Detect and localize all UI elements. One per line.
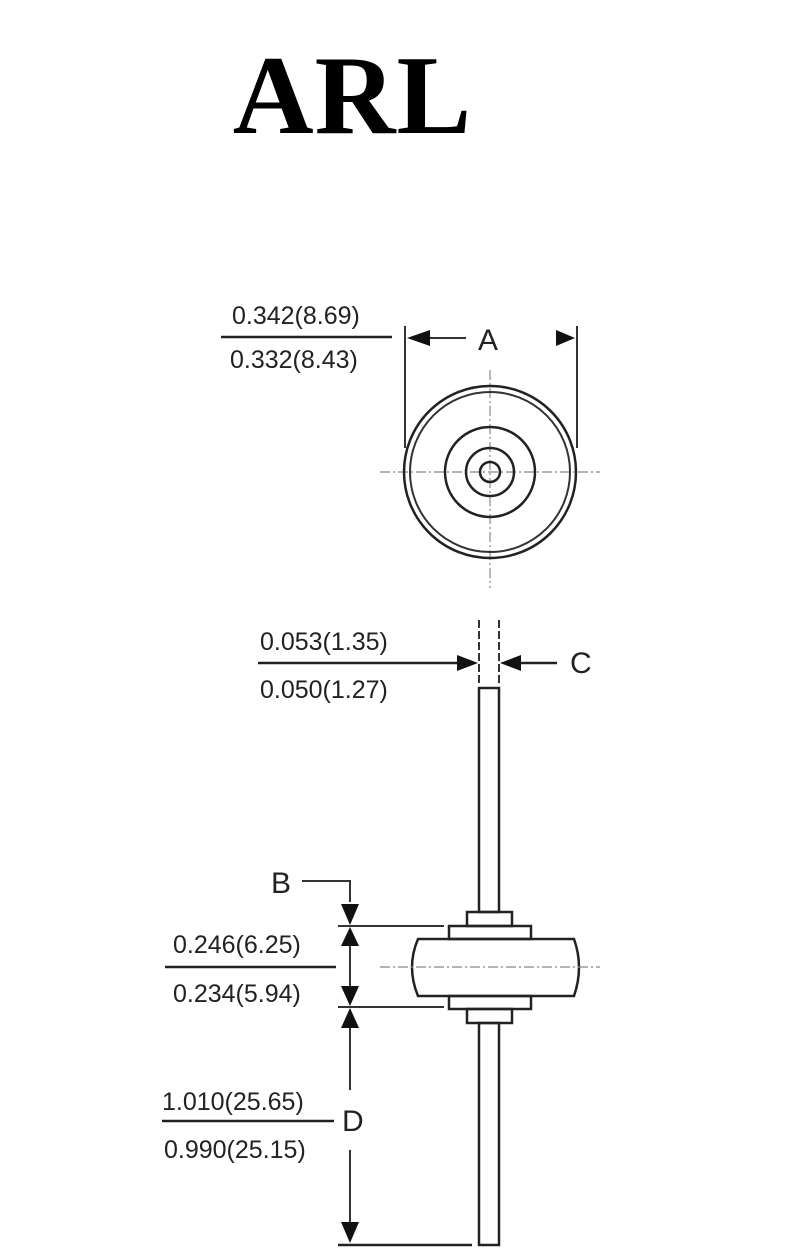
dimension-label-c: C	[570, 647, 592, 680]
dimension-label-d: D	[342, 1105, 364, 1138]
dimension-b-max: 0.246(6.25)	[173, 931, 301, 959]
top-view	[380, 326, 600, 588]
dimension-d-max: 1.010(25.65)	[162, 1088, 304, 1116]
dimension-d-min: 0.990(25.15)	[164, 1136, 306, 1164]
dimension-label-a: A	[478, 324, 498, 357]
dimension-c-min: 0.050(1.27)	[260, 676, 388, 704]
dimension-a-min: 0.332(8.43)	[230, 346, 358, 374]
dimension-c-max: 0.053(1.35)	[260, 628, 388, 656]
dimension-b-min: 0.234(5.94)	[173, 980, 301, 1008]
side-view	[258, 620, 600, 1247]
dimension-label-b: B	[271, 867, 291, 900]
dimension-a-max: 0.342(8.69)	[232, 302, 360, 330]
package-title: ARL	[232, 34, 473, 158]
